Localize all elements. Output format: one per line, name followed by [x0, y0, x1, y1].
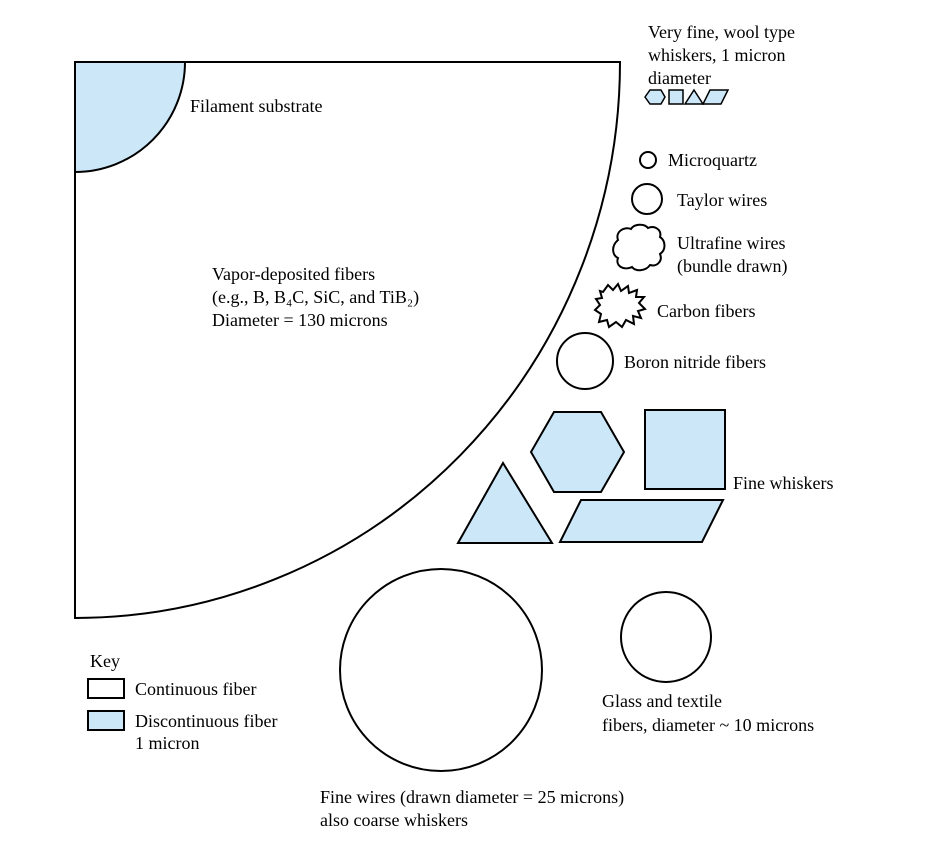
key-discontinuous-label-line2: 1 micron — [135, 733, 200, 753]
wool-whisker-parallelogram-shape — [701, 89, 730, 105]
ultrafine-wires-label-line2: (bundle drawn) — [677, 256, 787, 277]
vapor-fibers-label-line3: Diameter = 130 microns — [212, 310, 388, 330]
taylor-wires-shape — [631, 183, 663, 215]
wool-whisker-hexagon-shape — [644, 89, 666, 105]
fine-whisker-parallelogram-shape — [558, 499, 725, 543]
glass-textile-label-line2: fibers, diameter ~ 10 microns — [602, 715, 814, 735]
wool-whiskers-label-line3: diameter — [648, 68, 711, 88]
glass-textile-label-line1: Glass and textile — [602, 691, 722, 711]
key-discontinuous-label-line1: Discontinuous fiber — [135, 711, 277, 731]
key-title: Key — [90, 651, 120, 671]
key-continuous-swatch — [87, 678, 125, 699]
fine-whisker-triangle-shape — [456, 461, 554, 544]
ultrafine-wires-label-line1: Ultrafine wires — [677, 233, 785, 253]
vapor-fibers-label-line1: Vapor-deposited fibers — [212, 264, 375, 284]
filament-substrate-shape — [74, 61, 187, 174]
fine-whisker-square-shape — [644, 409, 726, 490]
fine-wires-label-line2: also coarse whiskers — [320, 810, 468, 830]
fine-whisker-hexagon-shape — [529, 411, 626, 493]
glass-textile-fibers-shape — [620, 591, 712, 683]
filament-substrate-label: Filament substrate — [190, 96, 322, 116]
wool-whisker-square-shape — [668, 89, 684, 105]
fine-whiskers-label: Fine whiskers — [733, 473, 834, 493]
taylor-wires-label: Taylor wires — [677, 190, 767, 210]
microquartz-shape — [639, 151, 657, 169]
key-discontinuous-swatch — [87, 710, 125, 731]
fine-wires-label-line1: Fine wires (drawn diameter = 25 microns) — [320, 787, 624, 808]
carbon-fibers-label: Carbon fibers — [657, 301, 755, 321]
vapor-fibers-label-line2: (e.g., B, B₄C, SiC, and TiB₂) — [212, 287, 419, 308]
fine-wires-shape — [339, 568, 543, 772]
carbon-fibers-shape — [593, 282, 647, 329]
wool-whiskers-label-line2: whiskers, 1 micron — [648, 45, 785, 65]
boron-nitride-shape — [556, 332, 614, 390]
boron-nitride-label: Boron nitride fibers — [624, 352, 766, 372]
ultrafine-wires-shape — [612, 223, 666, 272]
wool-whisker-triangle-shape — [683, 88, 705, 105]
wool-whiskers-label-line1: Very fine, wool type — [648, 22, 795, 42]
microquartz-label: Microquartz — [668, 150, 757, 170]
key-continuous-label: Continuous fiber — [135, 679, 257, 699]
vapor-deposited-fiber-shape — [74, 61, 622, 620]
